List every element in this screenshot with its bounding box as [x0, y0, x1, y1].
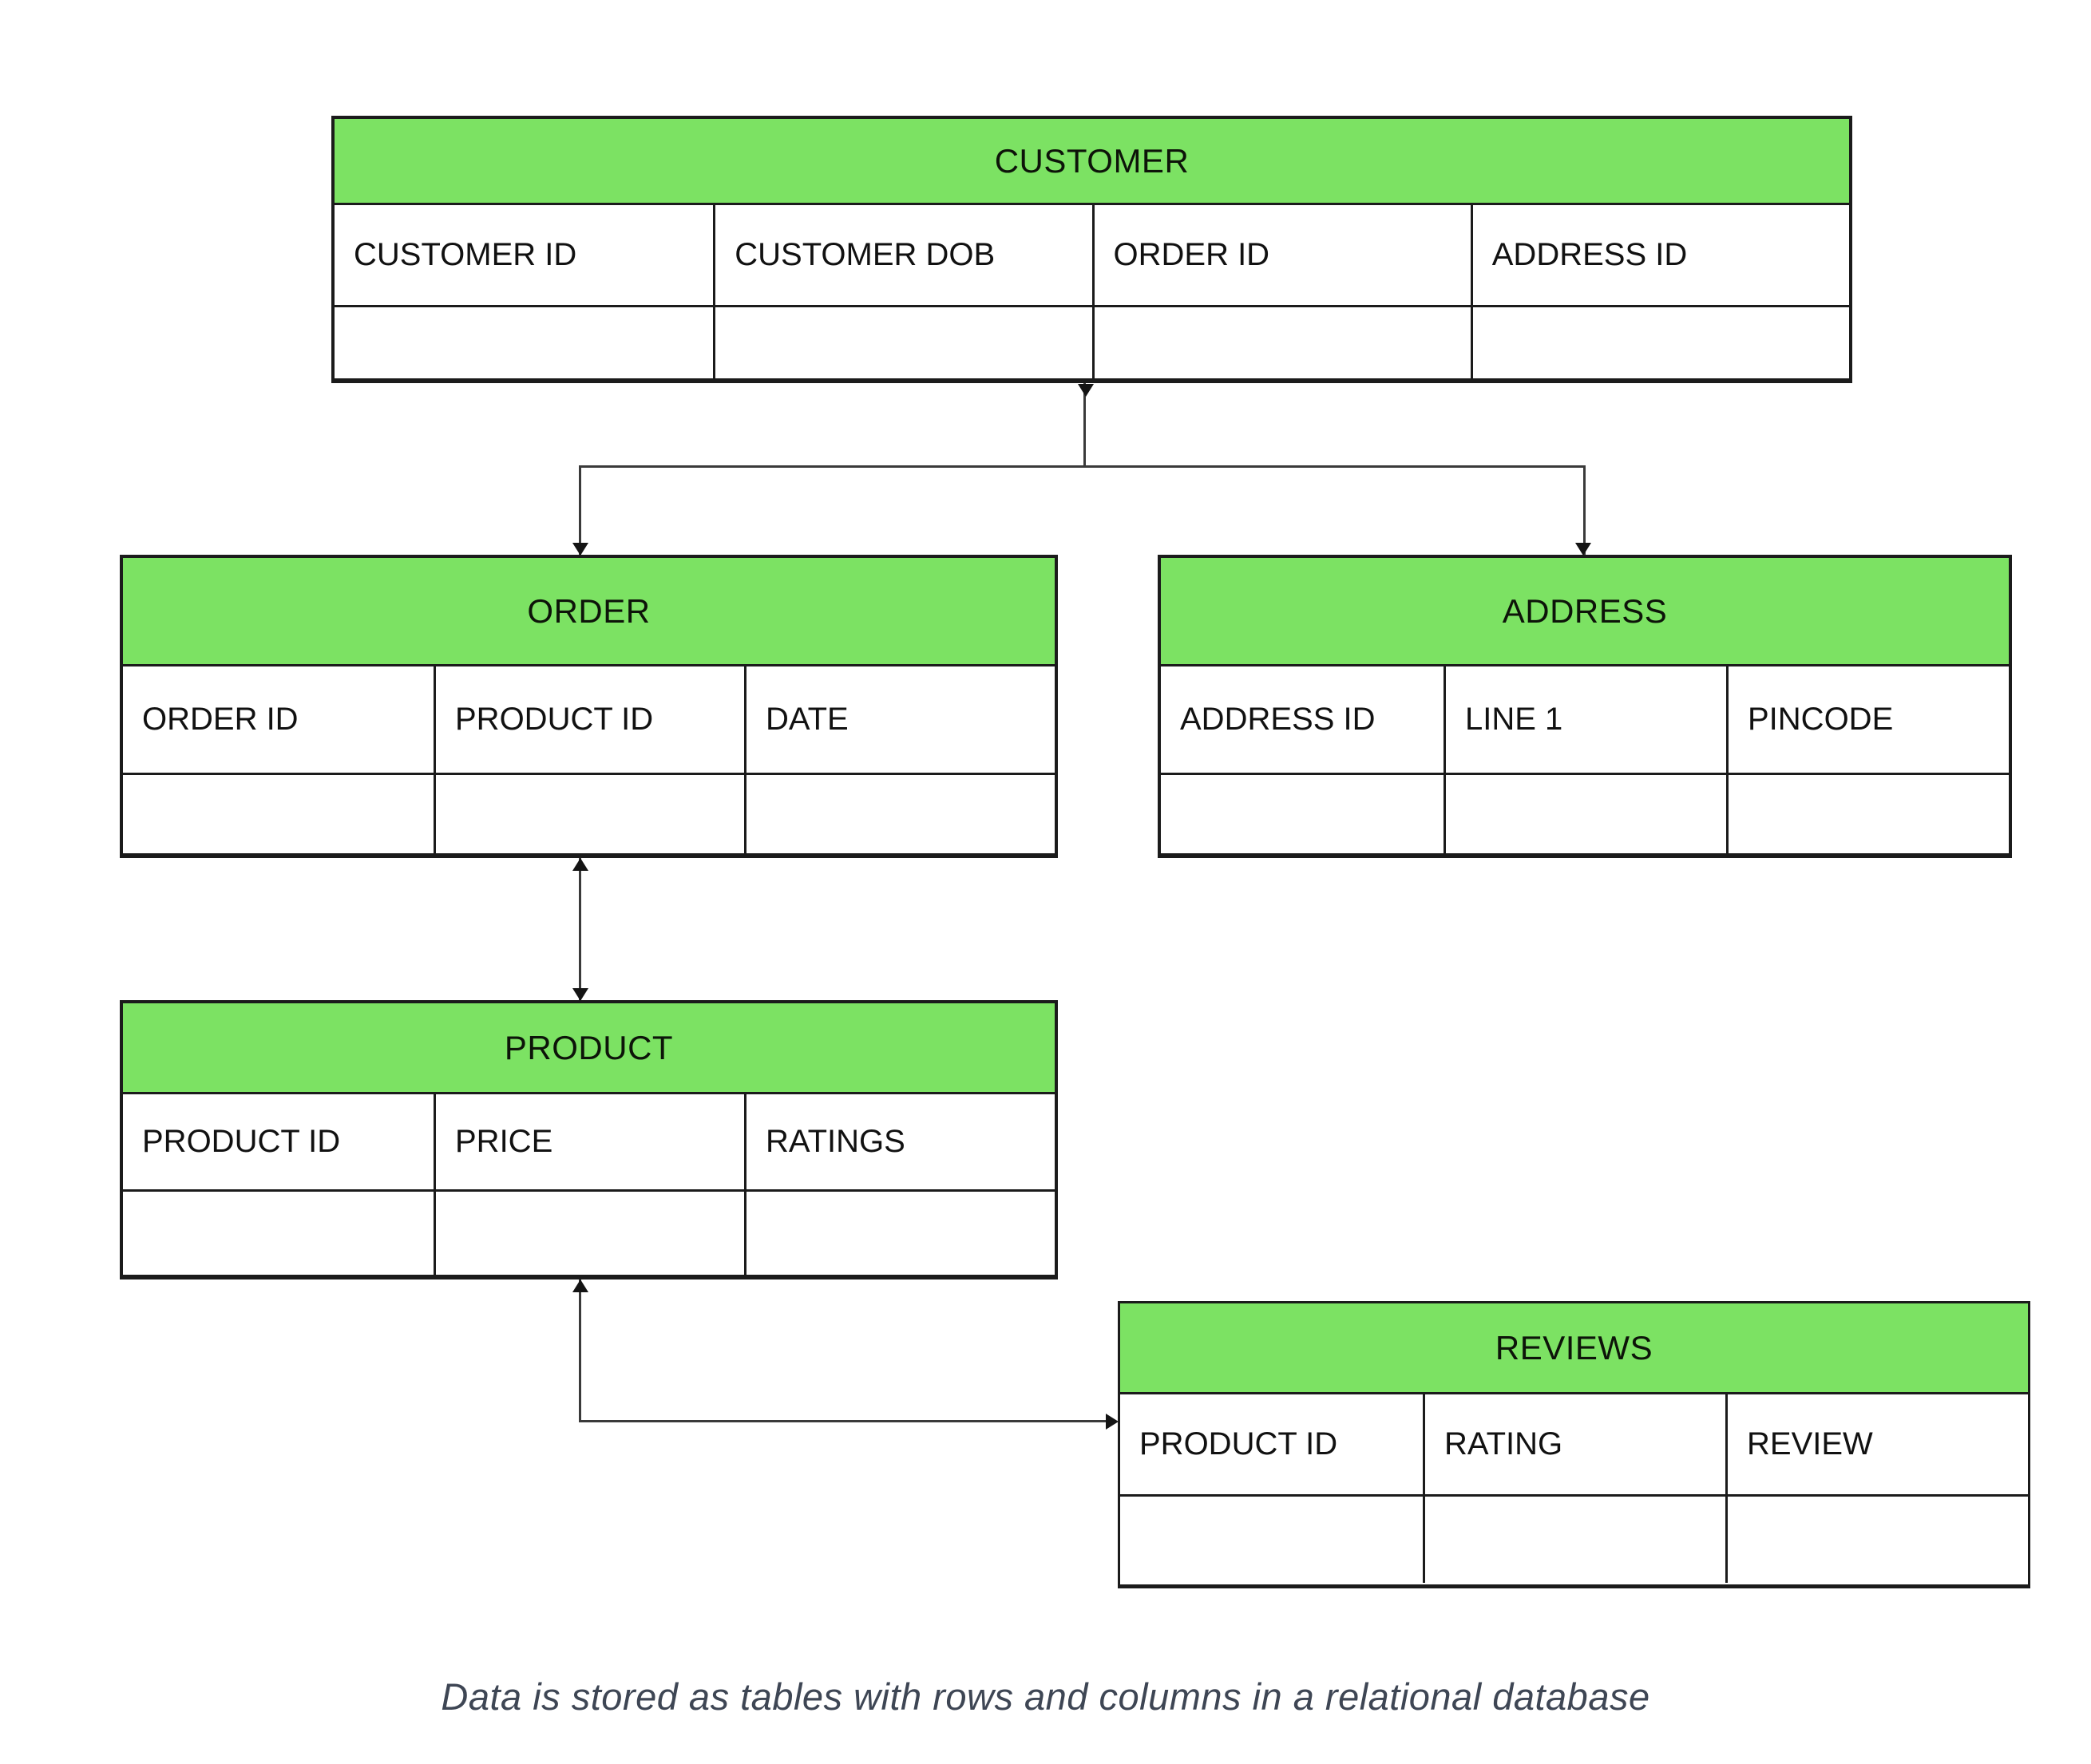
- arrow-down-icon: [1078, 384, 1094, 397]
- column-header-line1: LINE 1: [1444, 666, 1726, 773]
- connector-customer-stem: [1083, 383, 1086, 468]
- column-header-pincode: PINCODE: [1726, 666, 2009, 773]
- arrow-right-icon: [1106, 1414, 1119, 1430]
- column-header-date: DATE: [744, 666, 1055, 773]
- empty-cell: [1120, 1497, 1423, 1583]
- arrow-down-icon: [1575, 543, 1591, 556]
- table-product: PRODUCT PRODUCT ID PRICE RATINGS: [120, 1000, 1058, 1279]
- empty-cell: [123, 775, 434, 853]
- column-header-customer-id: CUSTOMER ID: [354, 237, 577, 272]
- empty-cell: [1423, 1497, 1725, 1583]
- column-header-address-id: ADDRESS ID: [1470, 205, 1849, 305]
- diagram-caption: Data is stored as tables with rows and c…: [441, 1675, 1650, 1718]
- empty-cell: [744, 1192, 1055, 1275]
- empty-cell: [335, 307, 713, 378]
- connector-product-reviews: [579, 1420, 1110, 1422]
- column-header-price: PRICE: [434, 1094, 744, 1189]
- table-customer-header-row: CUSTOMER ID CUSTOMER DOB ORDER ID ADDRES…: [335, 205, 1849, 307]
- table-reviews: REVIEWS PRODUCT ID RATING REVIEW: [1118, 1301, 2030, 1588]
- table-order-empty-row: [123, 775, 1055, 853]
- empty-cell: [713, 307, 1091, 378]
- table-order-header-row: ORDER ID PRODUCT ID DATE: [123, 666, 1055, 775]
- empty-cell: [1470, 307, 1849, 378]
- arrow-down-icon: [572, 988, 588, 1001]
- arrow-up-icon: [572, 858, 588, 871]
- connector-product-stem: [579, 1279, 581, 1422]
- empty-cell: [1091, 307, 1471, 378]
- table-address-header-row: ADDRESS ID LINE 1 PINCODE: [1161, 666, 2009, 775]
- connector-customer-order: [579, 465, 581, 555]
- table-address-empty-row: [1161, 775, 2009, 853]
- table-product-empty-row: [123, 1192, 1055, 1275]
- column-header-customer-dob: CUSTOMER DOB: [713, 205, 1091, 305]
- empty-cell: [744, 775, 1055, 853]
- table-address: ADDRESS ADDRESS ID LINE 1 PINCODE: [1158, 555, 2012, 858]
- empty-cell: [434, 775, 744, 853]
- connector-order-product: [579, 858, 581, 1000]
- table-order: ORDER ORDER ID PRODUCT ID DATE: [120, 555, 1058, 858]
- column-header-order-id: ORDER ID: [1091, 205, 1471, 305]
- column-header-rating: RATING: [1423, 1394, 1725, 1494]
- empty-cell: [1444, 775, 1726, 853]
- column-header-product-id: PRODUCT ID: [434, 666, 744, 773]
- table-reviews-title: REVIEWS: [1120, 1303, 2028, 1394]
- table-reviews-empty-row: [1120, 1497, 2028, 1583]
- column-header-ratings: RATINGS: [744, 1094, 1055, 1189]
- empty-cell: [1725, 1497, 2028, 1583]
- empty-cell: [1161, 775, 1444, 853]
- table-order-title: ORDER: [123, 558, 1055, 666]
- table-reviews-header-row: PRODUCT ID RATING REVIEW: [1120, 1394, 2028, 1497]
- column-header-order-id: ORDER ID: [142, 702, 299, 737]
- table-address-title: ADDRESS: [1161, 558, 2009, 666]
- empty-cell: [1726, 775, 2009, 853]
- column-header-address-id: ADDRESS ID: [1180, 702, 1376, 737]
- arrow-down-icon: [572, 543, 588, 556]
- table-customer: CUSTOMER CUSTOMER ID CUSTOMER DOB ORDER …: [331, 116, 1852, 383]
- arrow-up-icon: [572, 1279, 588, 1292]
- connector-customer-address: [1583, 465, 1586, 555]
- column-header-review: REVIEW: [1725, 1394, 2028, 1494]
- table-customer-title: CUSTOMER: [335, 119, 1849, 205]
- column-header-product-id: PRODUCT ID: [1139, 1426, 1338, 1461]
- table-customer-empty-row: [335, 307, 1849, 378]
- column-header-product-id: PRODUCT ID: [142, 1124, 341, 1159]
- empty-cell: [434, 1192, 744, 1275]
- table-product-header-row: PRODUCT ID PRICE RATINGS: [123, 1094, 1055, 1192]
- empty-cell: [123, 1192, 434, 1275]
- table-product-title: PRODUCT: [123, 1003, 1055, 1094]
- connector-customer-split: [580, 465, 1585, 468]
